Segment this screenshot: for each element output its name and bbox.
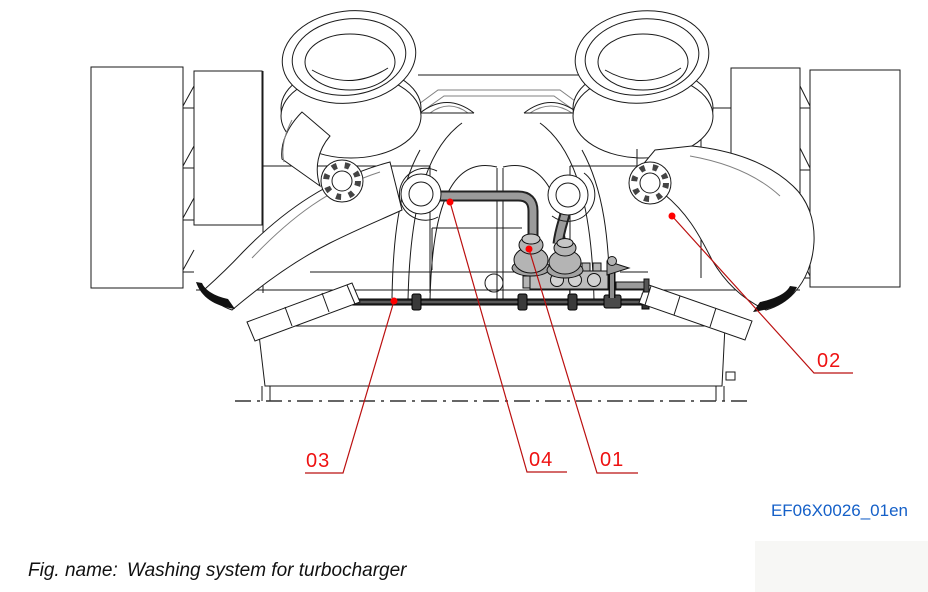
dosing-pump-left [511,233,551,277]
leader-02 [671,215,853,374]
callout-label-03[interactable]: 03 [306,450,330,472]
caption-text: Washing system for turbocharger [127,560,407,581]
handwheel-left [320,159,364,203]
turbo-bell-right [572,10,714,166]
shutoff-valve [606,256,650,298]
exhaust-bend-right [639,145,815,312]
pipe-flange-left [398,167,442,221]
dot-03 [390,297,398,305]
figure-caption: Fig. name: Washing system for turbocharg… [28,560,407,581]
callout-label-01[interactable]: 01 [600,449,624,471]
leader-03 [305,300,395,474]
dosing-pump-right [546,238,584,279]
pipe-clamp [411,293,422,311]
callout-label-04[interactable]: 04 [529,449,553,471]
engine-base [235,325,752,402]
page-corner-artifact [755,541,928,592]
callout-label-02[interactable]: 02 [817,350,841,372]
caption-label: Fig. name: [28,560,118,581]
pipe-flange-right [547,172,596,222]
pipe-stub-right [638,283,753,341]
supply-rail-pipe [348,293,650,311]
drawing-reference-code: EF06X0026_01en [771,501,908,520]
cooler-block-left [90,66,263,289]
dot-04 [446,198,454,206]
callout-dots [390,198,676,305]
leader-01 [528,248,638,474]
dot-01 [525,245,533,253]
pipe-clamp [567,293,578,311]
dot-02 [668,212,676,220]
handwheel-right [628,161,672,205]
pipe-stub-left [246,282,361,342]
washing-valve-unit [511,233,650,298]
leader-04 [449,201,567,473]
callout-leaders [305,201,853,474]
pipe-clamp [517,293,528,311]
